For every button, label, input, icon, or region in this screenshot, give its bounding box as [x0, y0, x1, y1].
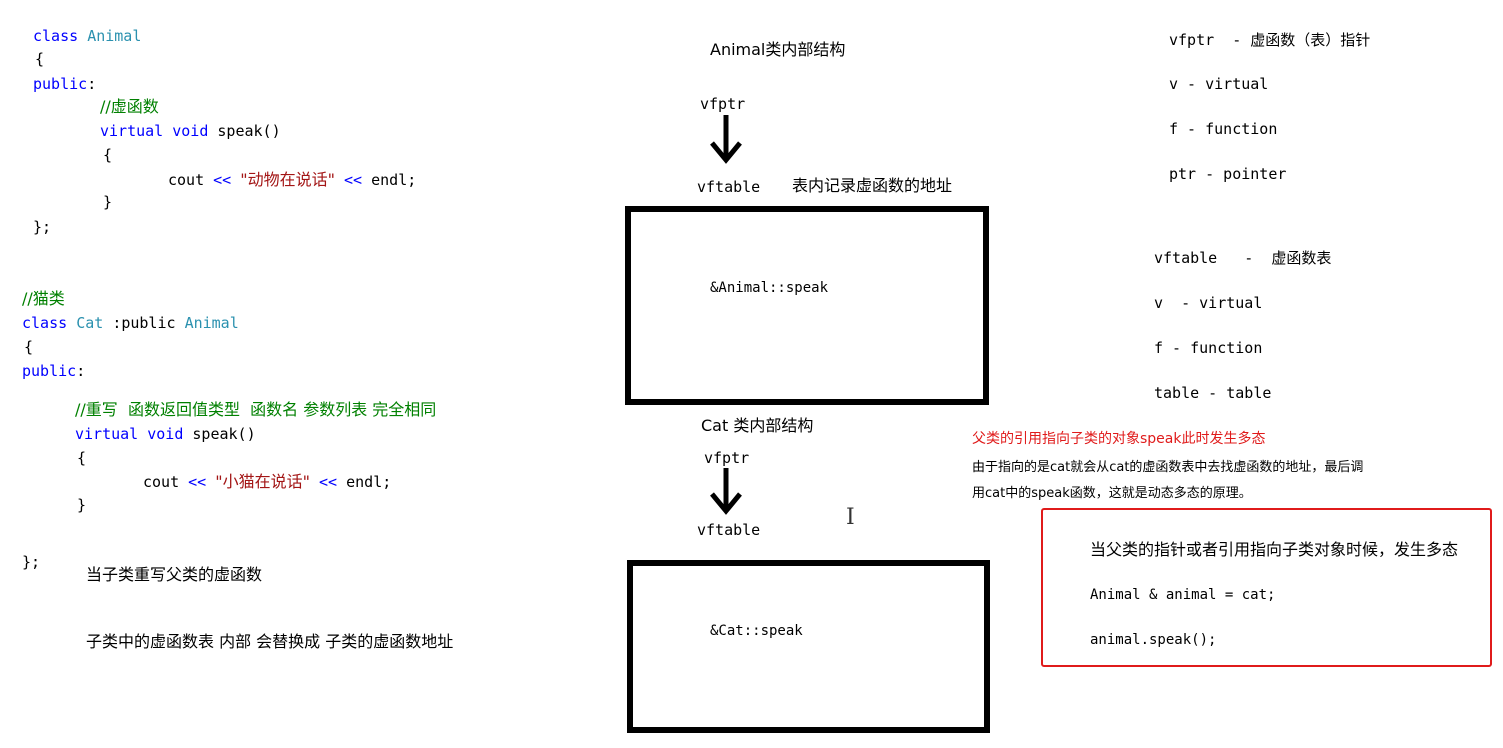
cat-vftable-box [627, 560, 990, 733]
code-line: } [77, 496, 87, 514]
code-line: public: [33, 75, 97, 93]
code-line: { [24, 338, 34, 356]
code-example: animal.speak(); [1090, 632, 1217, 648]
code-line: }; [22, 553, 41, 571]
code-comment: //猫类 [22, 289, 65, 308]
code-line: { [103, 146, 113, 164]
text-cursor-icon: I [846, 505, 855, 530]
code-comment: //虚函数 [100, 97, 159, 116]
note-override: 当子类重写父类的虚函数 [86, 565, 263, 584]
animal-vftable-entry: &Animal::speak [710, 280, 829, 296]
glossary-item: vfptr - 虚函数（表）指针 [1169, 31, 1371, 49]
code-line: class Cat :public Animal [22, 314, 239, 332]
animal-struct-title: Animal类内部结构 [710, 40, 846, 59]
cat-struct-title: Cat 类内部结构 [701, 416, 814, 435]
glossary-item: table - table [1154, 384, 1272, 402]
condition-text: 当父类的指针或者引用指向子类对象时候，发生多态 [1090, 540, 1459, 559]
polymorphism-heading: 父类的引用指向子类的对象speak此时发生多态 [972, 431, 1266, 447]
code-line: public: [22, 362, 86, 380]
code-line: { [35, 50, 45, 68]
code-line: cout << "小猫在说话" << endl; [143, 472, 392, 491]
code-line: { [77, 449, 87, 467]
animal-vfptr-label: vfptr [700, 95, 746, 113]
code-line: virtual void speak() [100, 122, 281, 140]
cat-vftable-label: vftable [697, 521, 761, 539]
cat-vftable-entry: &Cat::speak [710, 623, 803, 639]
explanation-line: 由于指向的是cat就会从cat的虚函数表中去找虚函数的地址，最后调 [972, 460, 1364, 475]
glossary-item: f - function [1169, 120, 1278, 138]
polymorphism-condition-box [1041, 508, 1492, 667]
code-example: Animal & animal = cat; [1090, 587, 1276, 603]
glossary-item: v - virtual [1169, 75, 1269, 93]
code-line: virtual void speak() [75, 425, 256, 443]
glossary-item: v - virtual [1154, 294, 1263, 312]
code-comment: //重写 函数返回值类型 函数名 参数列表 完全相同 [75, 400, 437, 419]
glossary-item: f - function [1154, 339, 1263, 357]
cat-vfptr-label: vfptr [704, 449, 750, 467]
note-vtable-replace: 子类中的虚函数表 内部 会替换成 子类的虚函数地址 [86, 632, 454, 651]
arrow-down-icon [710, 468, 742, 515]
code-line: cout << "动物在说话" << endl; [168, 170, 417, 189]
arrow-down-icon [710, 115, 742, 164]
explanation-line: 用cat中的speak函数，这就是动态多态的原理。 [972, 486, 1252, 501]
code-line: }; [33, 218, 52, 236]
vftable-note: 表内记录虚函数的地址 [792, 176, 953, 195]
glossary-item: vftable - 虚函数表 [1154, 249, 1332, 267]
glossary-item: ptr - pointer [1169, 165, 1287, 183]
code-line: } [103, 193, 113, 211]
code-line: class Animal [33, 27, 142, 45]
animal-vftable-box [625, 206, 989, 405]
animal-vftable-label: vftable [697, 178, 761, 196]
